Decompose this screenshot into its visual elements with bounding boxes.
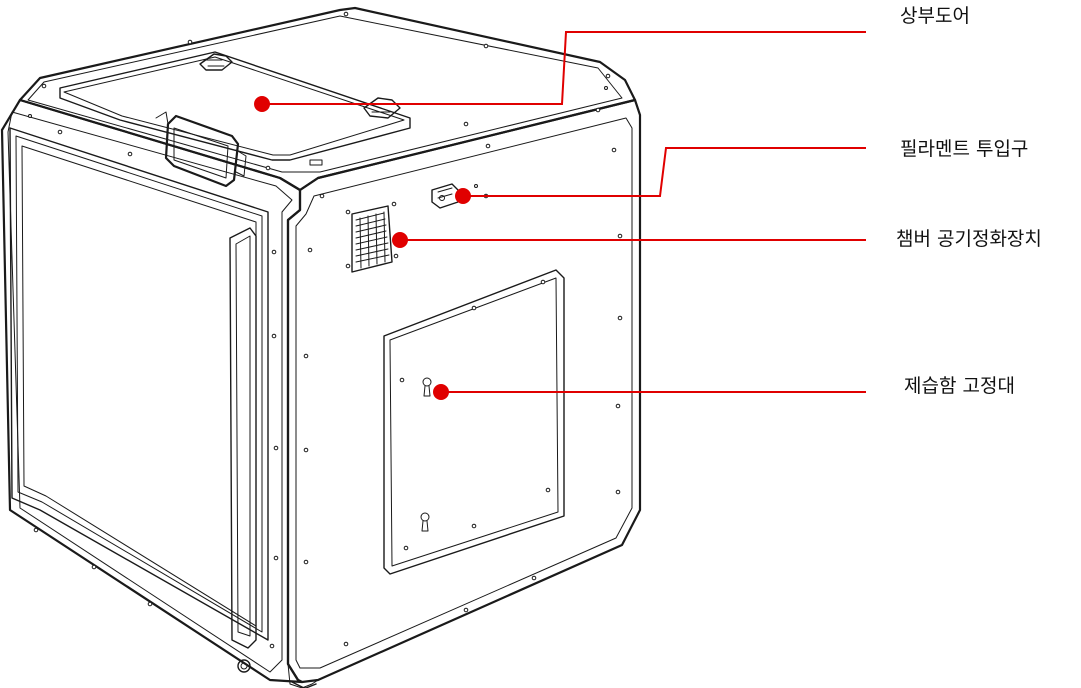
callout-top-door: 상부도어 [254, 5, 970, 112]
callout-dot [254, 96, 270, 112]
callout-chamber-air-purifier: 챔버 공기정화장치 [392, 228, 1042, 250]
side-panel [286, 98, 642, 684]
callout-label: 제습함 고정대 [904, 375, 1015, 397]
keyhole-slot [422, 377, 432, 397]
leader-line [262, 31, 866, 105]
callout-dehumidifier-holder: 제습함 고정대 [433, 375, 1015, 400]
top-door-panel [59, 51, 411, 161]
enclosure-illustration [0, 6, 642, 688]
callout-label: 필라멘트 투입구 [900, 138, 1028, 160]
callout-dot [433, 384, 449, 400]
callout-label: 챔버 공기정화장치 [896, 228, 1042, 250]
panel-screws [28, 11, 623, 649]
air-purifier-grille [345, 201, 399, 273]
callout-dot [392, 232, 408, 248]
front-door [9, 127, 269, 641]
touchscreen-display [155, 111, 247, 188]
lid-latch [199, 53, 233, 71]
leader-line [463, 147, 866, 197]
door-knob [237, 659, 251, 673]
callouts: 상부도어 필라멘트 투입구 챔버 공기정화장치 제습함 고정대 [254, 5, 1042, 400]
top-panel [18, 6, 637, 192]
keyhole-slot [420, 512, 430, 532]
dehumidifier-mounting-plate [383, 269, 565, 575]
door-handle [229, 227, 257, 649]
callout-label: 상부도어 [900, 5, 970, 27]
callout-dot [455, 188, 471, 204]
callout-filament-inlet: 필라멘트 투입구 [455, 138, 1028, 204]
